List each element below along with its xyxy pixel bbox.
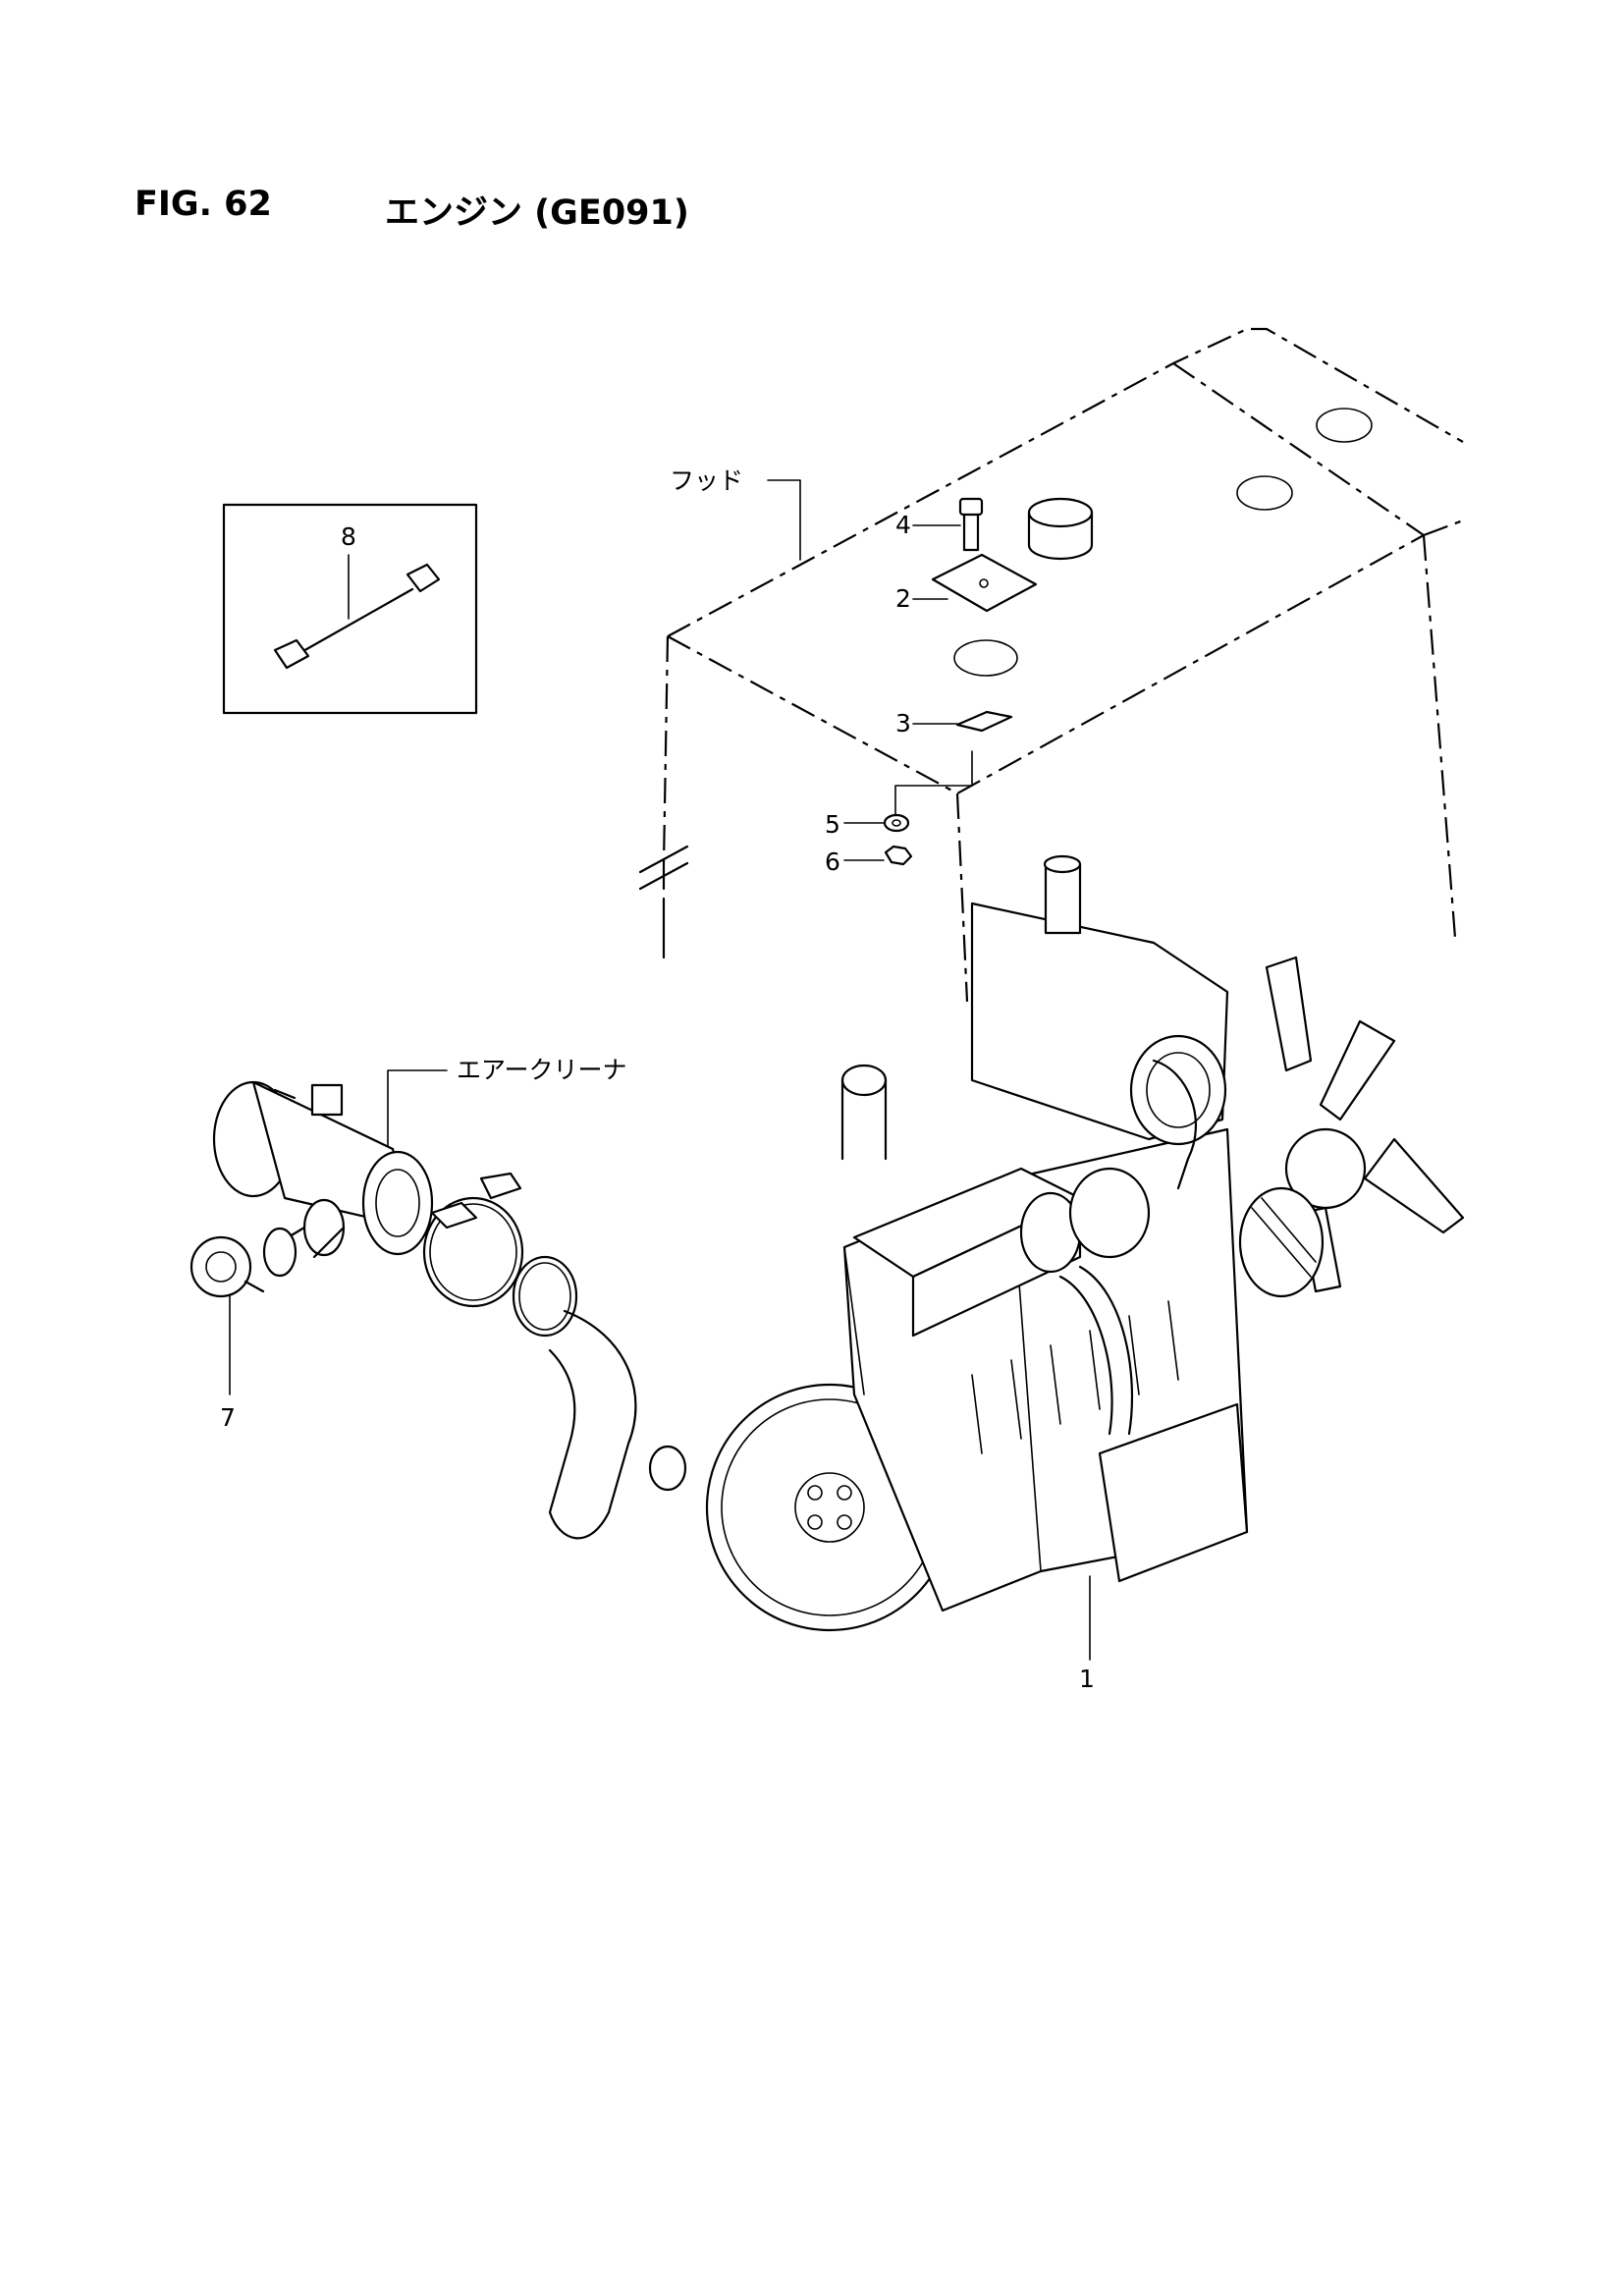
hood-leader-line xyxy=(767,479,801,561)
intake-hose xyxy=(512,1255,687,1540)
figure-number: FIG. 62 xyxy=(135,185,272,224)
callout-5: 5 xyxy=(825,810,840,839)
air-cleaner-label: エアークリーナ xyxy=(457,1056,627,1084)
callout-2: 2 xyxy=(895,584,911,613)
nut-part-6 xyxy=(884,845,913,866)
callout-4: 4 xyxy=(895,511,911,539)
rubber-cap-part-7 xyxy=(189,1235,265,1298)
engine-part-1 xyxy=(705,854,1465,1632)
air-cleaner xyxy=(212,1080,434,1278)
callout-8: 8 xyxy=(341,522,356,551)
callout-1: 1 xyxy=(1079,1665,1095,1693)
wire-harness-part-8 xyxy=(273,563,441,670)
hood-to-washer-leader xyxy=(894,750,973,816)
callout-3: 3 xyxy=(895,709,911,738)
plate-part-2 xyxy=(931,553,1038,613)
hood-outline xyxy=(638,327,1464,1003)
callout-7: 7 xyxy=(220,1403,236,1432)
plate-hole xyxy=(979,578,989,588)
hood-label: フッド xyxy=(670,466,743,495)
inset-box-part-8 xyxy=(222,503,478,715)
bolt-part-4 xyxy=(958,497,984,552)
washer-part-5 xyxy=(883,813,910,833)
callout-6: 6 xyxy=(825,847,840,876)
band-clamp xyxy=(422,1172,524,1308)
figure-title: エンジン (GE091) xyxy=(385,193,689,233)
bracket-part-3 xyxy=(955,710,1013,733)
